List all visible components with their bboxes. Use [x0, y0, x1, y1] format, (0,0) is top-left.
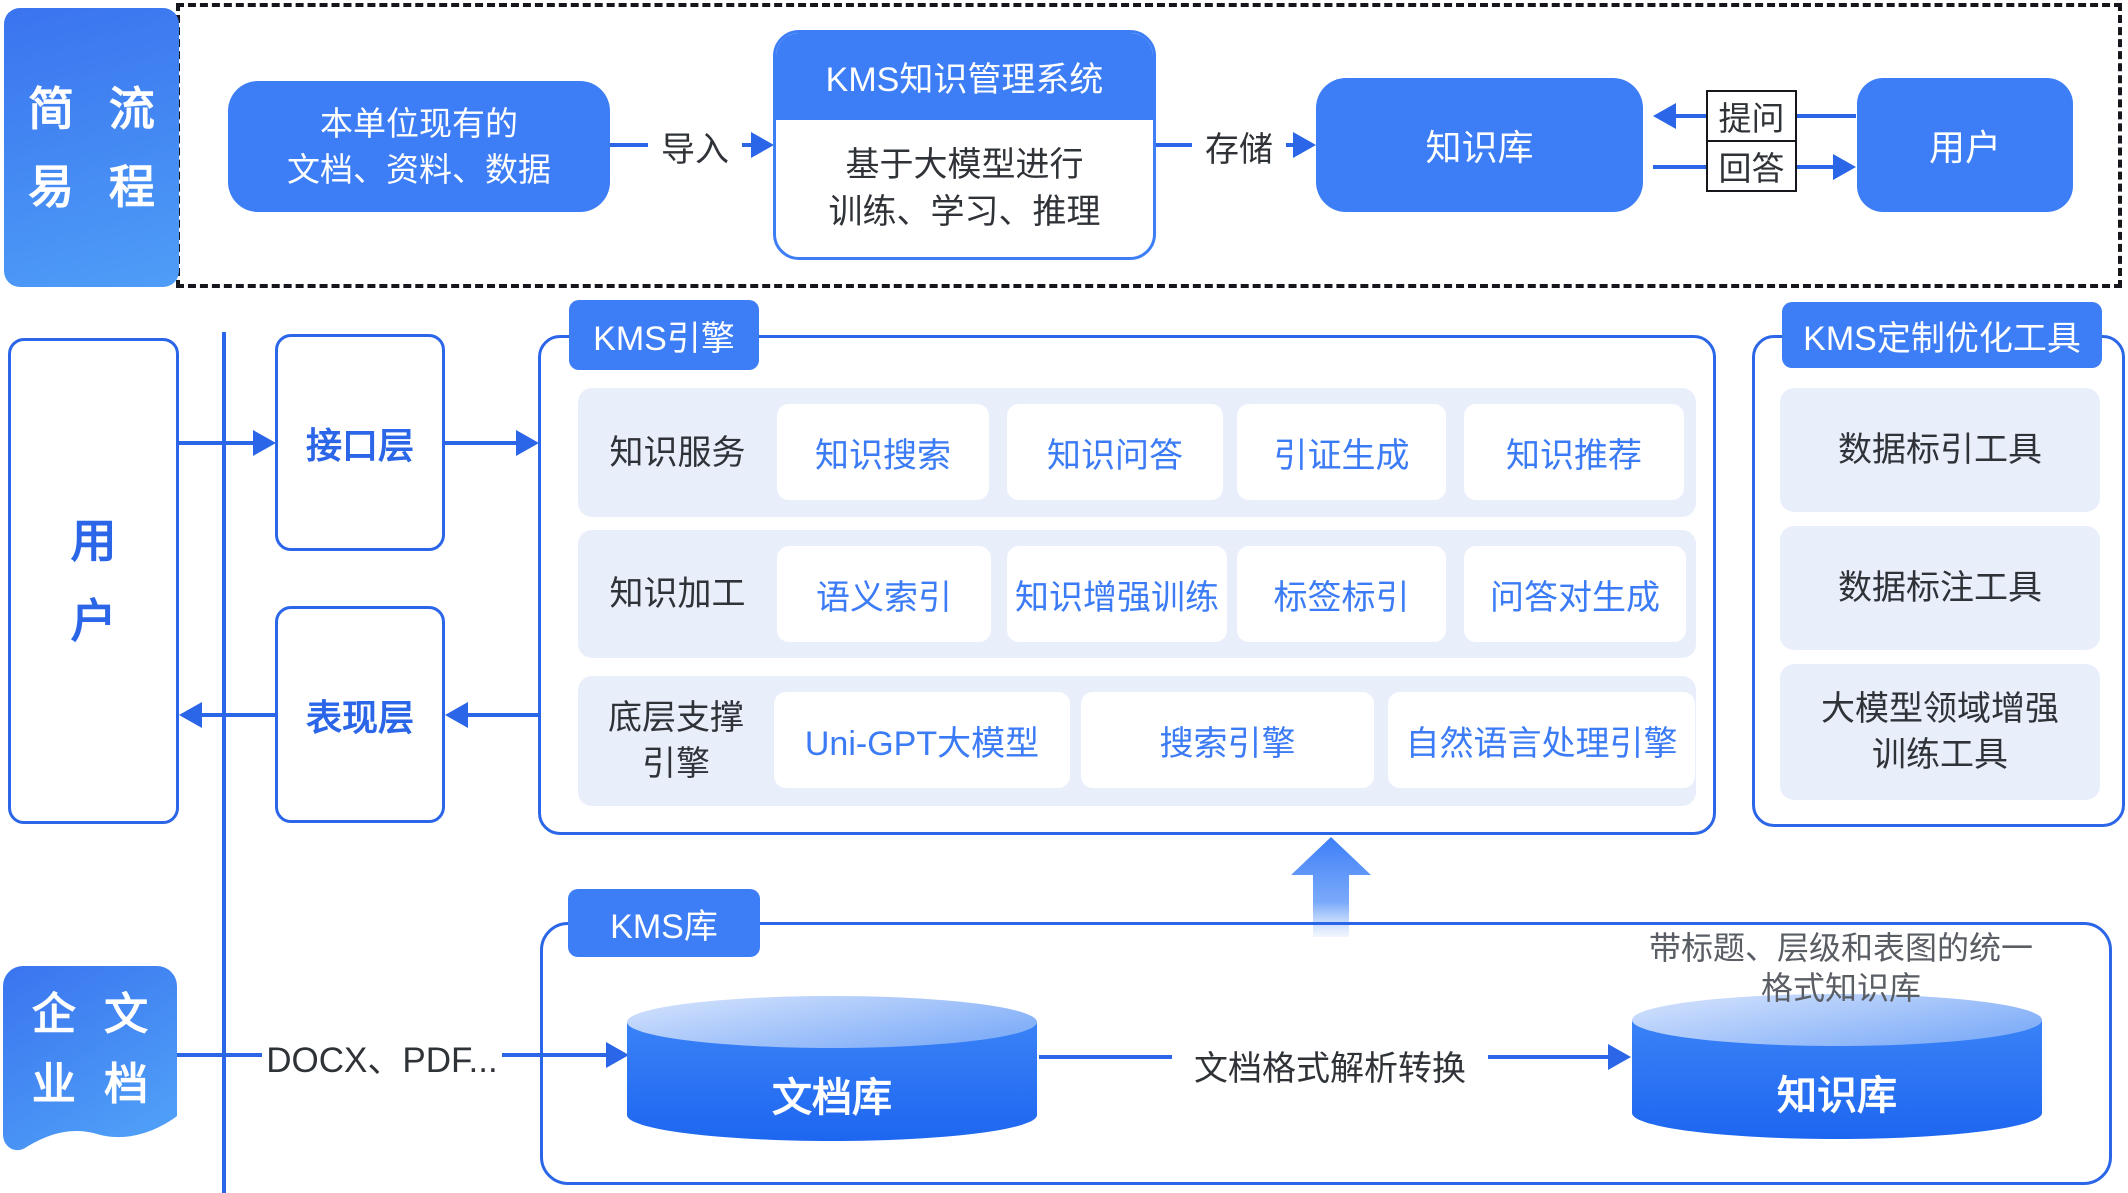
document-store-cylinder	[627, 996, 1037, 1141]
note-line2: 格式知识库	[1760, 970, 1921, 1006]
knowledge-base-node-top: 知识库	[1316, 78, 1643, 212]
store-arrow-head	[1293, 132, 1316, 158]
kms-system-body: 基于大模型进行 训练、学习、推理	[776, 120, 1153, 257]
kms-body-line1: 基于大模型进行	[845, 145, 1084, 184]
chip-knowledge-qa: 知识问答	[1007, 404, 1223, 500]
upward-flow-arrow	[1291, 837, 1371, 937]
presentation-to-user-line	[201, 713, 275, 717]
chip-semantic-index: 语义索引	[777, 546, 991, 642]
source-documents-line1: 本单位现有的	[320, 104, 518, 142]
simple-flow-banner: 简 流 易 程	[4, 8, 179, 287]
knowledge-store-label: 知识库	[1777, 1074, 1897, 1118]
kms-body-line2: 训练、学习、推理	[828, 192, 1101, 231]
enterprise-document-label: 企 文 业 档	[3, 975, 177, 1125]
note-line1: 带标题、层级和表图的统一	[1648, 930, 2033, 966]
engine-row-services-label: 知识服务	[609, 433, 746, 472]
docx-pdf-label: DOCX、PDF...	[262, 1031, 502, 1083]
chip-search-engine: 搜索引擎	[1081, 692, 1374, 788]
chip-qa-pair-generation: 问答对生成	[1464, 546, 1686, 642]
banner-text-line2: 易 程	[28, 160, 155, 213]
user-middle-line1: 用	[70, 515, 117, 567]
answer-label: 回答	[1706, 140, 1797, 192]
chip-citation-generation: 引证生成	[1237, 404, 1446, 500]
kms-system-node: KMS知识管理系统 基于大模型进行 训练、学习、推理	[773, 30, 1156, 260]
chip-tag-indexing: 标签标引	[1237, 546, 1446, 642]
tool-data-annotation: 数据标注工具	[1780, 526, 2100, 650]
chip-unigpt-model: Uni-GPT大模型	[774, 692, 1070, 788]
import-label: 导入	[648, 118, 742, 174]
user-node-middle: 用 户	[8, 338, 179, 824]
knowledge-store-cylinder	[1632, 994, 2042, 1139]
chip-knowledge-search: 知识搜索	[777, 404, 989, 500]
ask-arrow-head	[1653, 103, 1676, 129]
kms-engine-tag: KMS引擎	[569, 300, 759, 370]
engine-to-presentation-line	[467, 713, 538, 717]
tool-data-indexing: 数据标引工具	[1780, 388, 2100, 512]
engine-to-presentation-head	[445, 702, 468, 728]
kms-engine-container	[538, 335, 1716, 835]
tool-domain-enhanced-training: 大模型领域增强 训练工具	[1780, 664, 2100, 800]
answer-arrow-head	[1833, 154, 1856, 180]
source-documents-node: 本单位现有的 文档、资料、数据	[228, 81, 610, 212]
interface-to-engine-line	[445, 441, 517, 445]
kms-system-header: KMS知识管理系统	[776, 33, 1153, 120]
engine-row-foundation-label: 底层支撑 引擎	[608, 699, 744, 783]
engine-row-processing-label: 知识加工	[609, 575, 746, 613]
kms-library-tag: KMS库	[568, 889, 760, 957]
enterprise-label-line1: 企 文	[31, 990, 149, 1039]
chip-knowledge-recommendation: 知识推荐	[1464, 404, 1684, 500]
source-documents-line2: 文档、资料、数据	[287, 150, 551, 188]
convert-arrow-head	[1608, 1044, 1631, 1070]
presentation-to-user-head	[179, 702, 202, 728]
chip-nlp-engine: 自然语言处理引擎	[1388, 692, 1695, 788]
interface-layer-node: 接口层	[275, 334, 445, 551]
user-to-interface-line	[179, 441, 254, 445]
interface-to-engine-head	[516, 430, 539, 456]
kms-tools-tag: KMS定制优化工具	[1782, 302, 2102, 368]
knowledge-store-note: 带标题、层级和表图的统一 格式知识库	[1562, 928, 2120, 1008]
ask-label: 提问	[1706, 90, 1797, 142]
enterprise-document-shape	[3, 966, 177, 1151]
docx-arrow-head	[606, 1042, 629, 1068]
presentation-layer-node: 表现层	[275, 606, 445, 823]
store-label: 存储	[1192, 118, 1286, 174]
user-to-interface-head	[253, 430, 276, 456]
format-convert-label: 文档格式解析转换	[1172, 1038, 1488, 1092]
chip-knowledge-enhanced-training: 知识增强训练	[1007, 546, 1227, 642]
enterprise-label-line2: 业 档	[31, 1060, 149, 1109]
document-store-label: 文档库	[772, 1076, 892, 1120]
vertical-connector-line	[222, 332, 226, 1193]
import-arrow-head	[751, 132, 774, 158]
user-node-top: 用户	[1857, 78, 2073, 212]
user-middle-line2: 户	[70, 595, 117, 647]
banner-text-line1: 简 流	[28, 82, 155, 135]
